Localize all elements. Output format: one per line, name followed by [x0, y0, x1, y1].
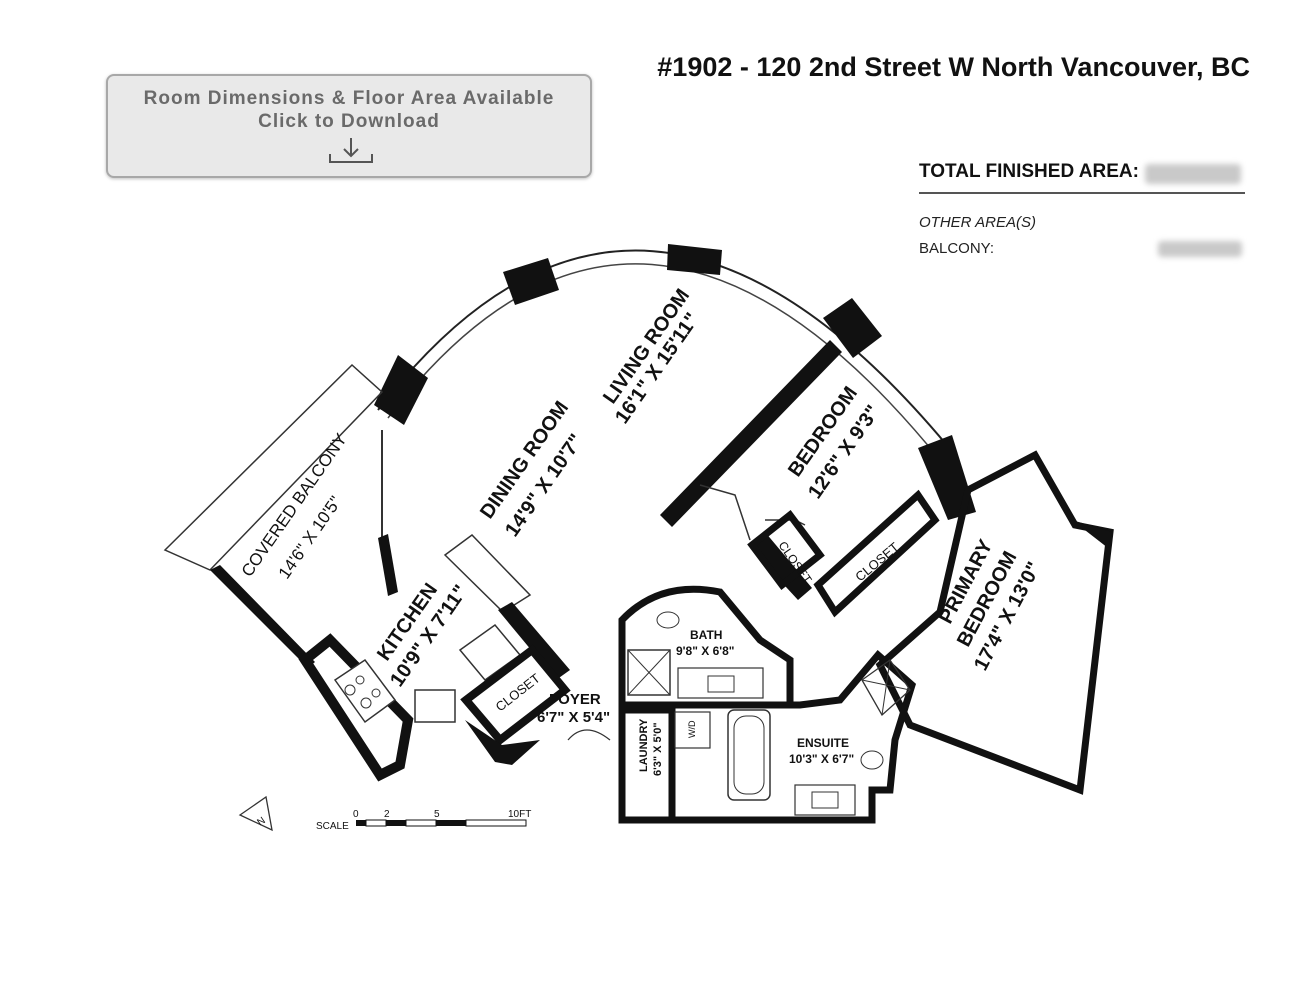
laundry-name: LAUNDRY	[638, 718, 650, 772]
scale-label: SCALE	[316, 821, 349, 832]
foyer-dim: 6'7" X 5'4"	[537, 709, 610, 726]
download-button-line2: Click to Download	[258, 111, 440, 132]
balcony-area-label: BALCONY:	[919, 240, 995, 257]
foyer-name: FOYER	[549, 691, 601, 708]
download-button-line1: Room Dimensions & Floor Area Available	[143, 88, 555, 109]
balcony-area-redacted-value	[1158, 241, 1242, 257]
scale-bar: SCALE 0 2 5 10FT	[316, 809, 531, 832]
other-areas-label: OTHER AREA(S)	[919, 214, 1036, 231]
scale-tick-0: 0	[353, 809, 359, 820]
ensuite-dim: 10'3" X 6'7"	[789, 752, 854, 766]
north-arrow-icon: N	[238, 795, 273, 832]
download-icon	[329, 138, 373, 163]
bath-name: BATH	[690, 628, 722, 642]
download-floor-plan-button[interactable]: Room Dimensions & Floor Area Available C…	[106, 74, 592, 178]
total-finished-area-label: TOTAL FINISHED AREA:	[919, 161, 1139, 182]
scale-tick-2: 2	[384, 809, 390, 820]
laundry-dim: 6'3" X 5'0"	[652, 722, 664, 776]
scale-tick-5: 5	[434, 809, 440, 820]
bath-dim: 9'8" X 6'8"	[676, 644, 734, 658]
total-area-block: TOTAL FINISHED AREA:	[919, 156, 1245, 194]
ensuite-name: ENSUITE	[797, 736, 849, 750]
washer-dryer-label: W/D	[687, 720, 697, 738]
property-address: #1902 - 120 2nd Street W North Vancouver…	[657, 52, 1250, 82]
scale-tick-10: 10FT	[508, 809, 531, 820]
total-area-redacted-value	[1145, 164, 1241, 184]
